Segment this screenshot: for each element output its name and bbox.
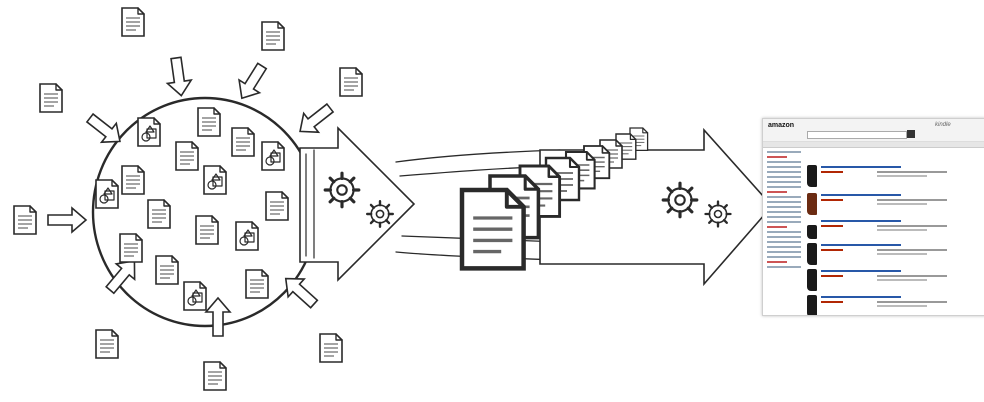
document-icon (232, 128, 254, 156)
search-input (807, 131, 907, 139)
document-icon (96, 330, 118, 358)
document-icon (198, 108, 220, 136)
document-icon (148, 200, 170, 228)
document-icon (262, 22, 284, 50)
document-icon (40, 84, 62, 112)
document-icon (320, 334, 342, 362)
arrow-icon (206, 298, 230, 336)
document-icon (340, 68, 362, 96)
product-image (807, 269, 817, 291)
product-image (807, 165, 817, 187)
result-row (807, 295, 983, 316)
product-image (807, 243, 817, 265)
image-document-icon (138, 118, 160, 146)
arrow-icon (83, 109, 128, 151)
result-row (807, 269, 983, 291)
product-image (807, 193, 817, 215)
image-document-icon (236, 222, 258, 250)
document-icon (176, 142, 198, 170)
document-icon (120, 234, 142, 262)
result-row (807, 219, 983, 241)
result-row (807, 165, 983, 187)
arrow-icon (232, 60, 272, 105)
document-icon (204, 362, 226, 390)
product-image (807, 225, 817, 239)
document-icon (196, 216, 218, 244)
document-icon (266, 192, 288, 220)
result-row (807, 243, 983, 265)
document-icon (122, 166, 144, 194)
image-document-icon (262, 142, 284, 170)
search-results-screenshot: amazon kindle (762, 118, 984, 316)
screenshot-sidebar (767, 151, 801, 271)
product-image (807, 295, 817, 316)
screenshot-nav (763, 142, 984, 148)
image-document-icon (204, 166, 226, 194)
processing-arrow-1 (300, 128, 414, 280)
image-document-icon (184, 282, 206, 310)
document-icon (462, 190, 524, 268)
arrow-icon (164, 56, 193, 97)
screenshot-header: amazon kindle (763, 119, 984, 142)
document-icon (122, 8, 144, 36)
result-row (807, 193, 983, 215)
search-button (907, 130, 915, 138)
arrow-icon (293, 99, 338, 141)
document-icon (14, 206, 36, 234)
kindle-badge: kindle (935, 122, 951, 128)
image-document-icon (96, 180, 118, 208)
document-icon (156, 256, 178, 284)
document-icon (246, 270, 268, 298)
arrow-icon (48, 208, 86, 232)
amazon-logo: amazon (768, 122, 794, 129)
